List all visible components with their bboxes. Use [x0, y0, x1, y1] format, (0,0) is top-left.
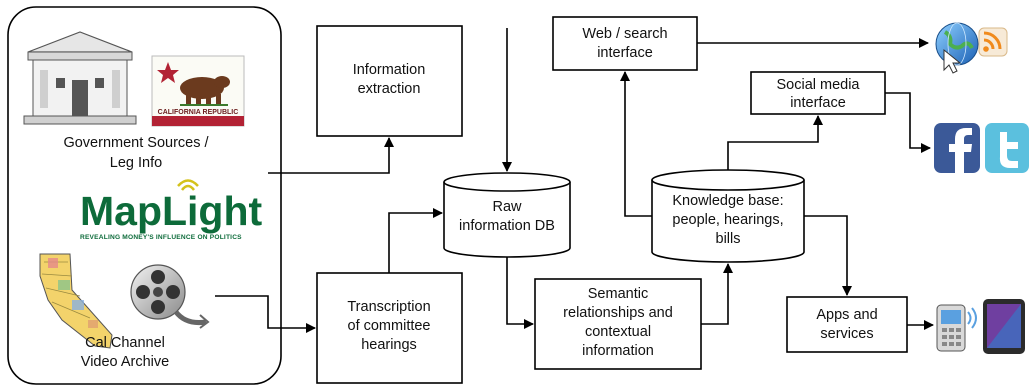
facebook-icon [934, 123, 980, 173]
node-label-line: services [820, 326, 873, 342]
node-label-line: bills [716, 231, 741, 247]
arrow-semantic-to-kb [701, 263, 733, 325]
globe-icon [935, 22, 979, 74]
arrow-rawdb-to-semantic [506, 257, 534, 329]
arrow-kb-to-social [727, 115, 823, 170]
node-label-line: Information [353, 62, 426, 78]
gov-sources-label-line2: Leg Info [110, 155, 162, 171]
node-apps-and-services: Apps and services [786, 296, 908, 353]
node-label-line: relationships and [563, 305, 673, 321]
flag-caption: CALIFORNIA REPUBLIC [158, 109, 239, 116]
node-label-line: Semantic [588, 286, 648, 302]
node-label-line: Knowledge base: [672, 193, 783, 209]
arrow-video-to-transcription [215, 295, 316, 333]
node-label-line: Social media [776, 77, 860, 93]
node-label-line: of committee [348, 318, 431, 334]
video-archive-label-line1: Cal Channel [85, 335, 165, 351]
arrow-kb-to-apps [804, 215, 852, 296]
node-label-line: extraction [358, 81, 421, 97]
node-knowledge-base: Knowledge base: people, hearings, bills [651, 169, 805, 263]
node-label-line: Web / search [582, 26, 667, 42]
maplight-tagline: REVEALING MONEY'S INFLUENCE ON POLITICS [80, 234, 242, 241]
maplight-name: MapLight [80, 188, 263, 234]
node-label-line: interface [597, 45, 653, 61]
node-label-line: information [582, 343, 654, 359]
node-label-line: hearings [361, 337, 417, 353]
video-archive-label-line2: Video Archive [81, 354, 169, 370]
sources-panel: CALIFORNIA REPUBLIC Government Sources /… [7, 6, 282, 385]
gov-sources-label-line1: Government Sources / [63, 135, 209, 151]
government-building-icon [23, 31, 137, 125]
rss-icon [978, 27, 1008, 57]
node-transcription: Transcription of committee hearings [316, 272, 463, 384]
node-label-line: contextual [585, 324, 651, 340]
arrow-social-to-icons [885, 92, 931, 153]
node-social-media-interface: Social media interface [750, 71, 886, 115]
california-map-icon [39, 253, 113, 349]
node-label-line: Raw [492, 199, 522, 215]
node-web-search-interface: Web / search interface [552, 16, 698, 71]
node-information-extraction: Information extraction [316, 25, 463, 137]
maplight-logo: MapLight REVEALING MONEY'S INFLUENCE ON … [80, 179, 263, 241]
connectors [215, 28, 934, 333]
node-label-line: Transcription [347, 299, 430, 315]
node-label-line: information DB [459, 218, 555, 234]
california-flag-icon: CALIFORNIA REPUBLIC [151, 55, 245, 127]
node-label-line: interface [790, 95, 846, 111]
mobile-phone-icon [936, 304, 977, 352]
node-label-line: Apps and [816, 307, 877, 323]
film-reel-icon [130, 264, 210, 329]
arrow-transcription-to-rawdb [388, 208, 443, 273]
node-raw-information-db: Raw information DB [443, 172, 571, 258]
node-label-line: people, hearings, [672, 212, 783, 228]
twitter-icon [985, 123, 1029, 173]
tablet-icon [983, 299, 1025, 354]
arrow-kb-to-web [620, 71, 652, 217]
arrow-gov-to-extraction [268, 137, 394, 174]
node-semantic-relationships: Semantic relationships and contextual in… [534, 278, 702, 370]
